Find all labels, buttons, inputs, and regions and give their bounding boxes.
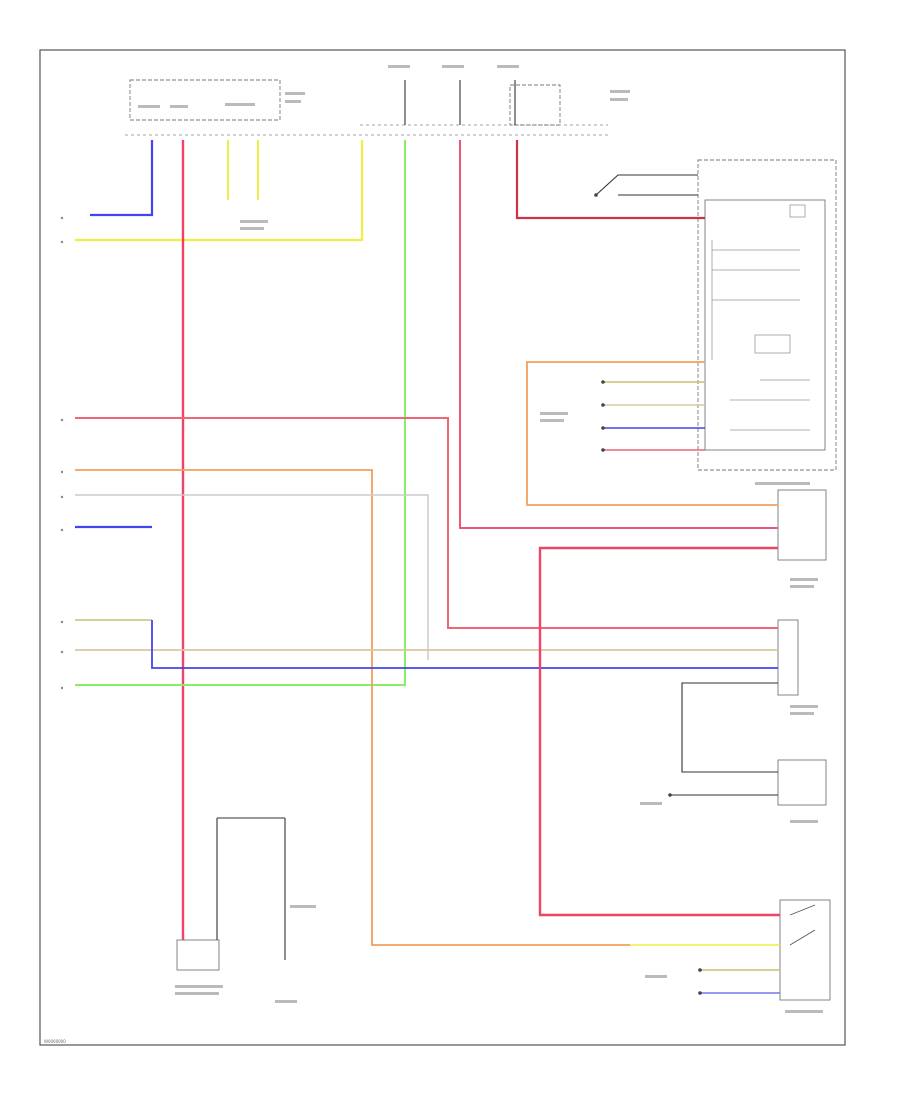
junction-dot-2 bbox=[601, 403, 605, 407]
wire-black-gyro bbox=[681, 682, 778, 773]
junction-dot-7 bbox=[698, 968, 702, 972]
junction-dot-8 bbox=[698, 991, 702, 995]
junction-dot-3 bbox=[601, 426, 605, 430]
junction-dot-1 bbox=[601, 380, 605, 384]
inner-switch-box bbox=[704, 199, 826, 451]
junction-dot-6 bbox=[594, 193, 598, 197]
junction-dot-5 bbox=[668, 793, 672, 797]
left-pin-markers bbox=[60, 216, 64, 690]
footer-code: W0000000 bbox=[44, 1039, 66, 1044]
wire-gray bbox=[75, 494, 429, 660]
brake-fluid-sensor-box bbox=[176, 939, 220, 971]
wire-green-main bbox=[75, 140, 406, 686]
wire-red-bus bbox=[75, 417, 778, 629]
combination-switch-box bbox=[697, 159, 837, 471]
wire-blue-top bbox=[90, 140, 154, 217]
stop-switch-symbol bbox=[789, 904, 816, 946]
fuse-box-right bbox=[509, 84, 561, 126]
switch-internal-lines bbox=[711, 204, 810, 431]
wire-blue-bus bbox=[151, 620, 778, 669]
diagram-frame bbox=[39, 49, 846, 1046]
junction-dot-4 bbox=[601, 448, 605, 452]
label-placeholders bbox=[138, 65, 823, 1013]
wire-darkred-top bbox=[515, 140, 705, 220]
stop-switch-box bbox=[779, 899, 831, 1001]
wire-black-switch bbox=[595, 174, 698, 196]
top-ecu-box bbox=[129, 79, 281, 121]
bus-connector-box bbox=[777, 619, 799, 696]
cluster-connector-box bbox=[777, 489, 827, 561]
gyro-sensor-box bbox=[777, 759, 827, 806]
wire-orange-stop bbox=[75, 469, 630, 946]
wire-red-stop bbox=[538, 546, 780, 917]
wire-darkred-fuse bbox=[459, 140, 778, 529]
wire-orange-right bbox=[526, 361, 778, 506]
wire-yellow-top bbox=[75, 140, 364, 242]
